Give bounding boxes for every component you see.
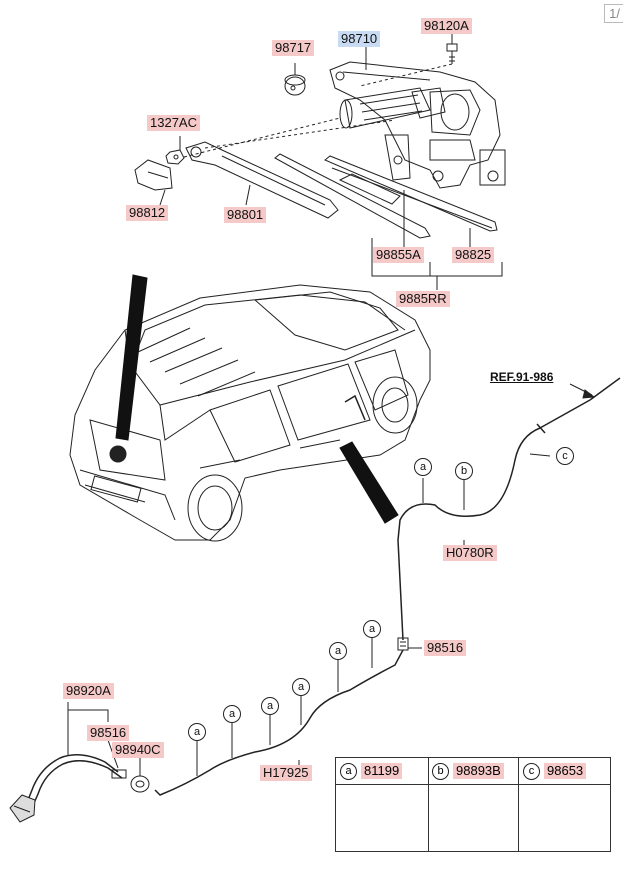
legend-code: 81199	[361, 763, 403, 779]
washer-hose-rear	[27, 754, 123, 804]
part-label-h17925: H17925	[260, 765, 312, 781]
callout-c: c	[556, 447, 574, 465]
legend-cell-c: c 98653	[519, 758, 610, 851]
pointer-arrow-rear	[115, 274, 148, 441]
bolt-98120a	[446, 43, 458, 64]
part-label-98940c: 98940C	[112, 742, 164, 758]
connector-98516-left	[111, 769, 127, 779]
part-label-98717: 98717	[272, 40, 315, 56]
ref-arrow	[582, 389, 596, 399]
legend-code: 98653	[544, 763, 587, 779]
callout-a: a	[414, 458, 432, 476]
callout-a: a	[363, 620, 381, 638]
grommet-98940c	[130, 775, 150, 793]
reference-label: REF.91-986	[490, 370, 554, 384]
grommet-98717	[284, 74, 306, 96]
legend-letter: a	[340, 763, 357, 780]
leader-lines-top	[159, 34, 503, 290]
connector-98516-top	[397, 637, 409, 651]
legend-code: 98893B	[453, 763, 504, 779]
legend-table: a 81199 b 98893B c 98653	[335, 757, 611, 852]
part-label-98516-top: 98516	[424, 640, 467, 656]
part-label-98516-left: 98516	[87, 725, 130, 741]
legend-cell-b: b 98893B	[428, 758, 519, 851]
callout-a: a	[261, 697, 279, 715]
callout-a: a	[223, 705, 241, 723]
wiper-motor-body	[339, 87, 481, 161]
legend-cell-a: a 81199	[336, 758, 429, 851]
part-label-98812: 98812	[126, 205, 169, 221]
wiper-motor-bracket	[329, 61, 506, 189]
part-label-98920a: 98920A	[63, 683, 114, 699]
wiper-arm-98801	[185, 141, 339, 219]
part-label-98120a: 98120A	[421, 18, 472, 34]
legend-letter: b	[432, 763, 449, 780]
part-label-h0780r: H0780R	[443, 545, 497, 561]
cap-98812	[134, 159, 173, 191]
vehicle-outline	[69, 284, 431, 542]
legend-header: c 98653	[519, 758, 610, 785]
legend-header: b 98893B	[428, 758, 518, 785]
washer-hose-h0780r	[397, 377, 621, 641]
wiper-blade	[274, 153, 498, 239]
nozzle-98920a	[9, 794, 36, 823]
legend-letter: c	[523, 763, 540, 780]
nut-1327ac	[165, 149, 185, 165]
callout-leaders	[67, 453, 551, 776]
callout-a: a	[188, 723, 206, 741]
washer-hose-h17925	[154, 649, 404, 796]
part-label-98855a: 98855A	[373, 247, 424, 263]
part-label-98710: 98710	[338, 31, 381, 47]
callout-a: a	[329, 642, 347, 660]
part-label-98825: 98825	[452, 247, 495, 263]
pointer-arrow-hose	[339, 441, 399, 524]
page-indicator: 1/	[604, 4, 623, 23]
callout-b: b	[455, 462, 473, 480]
part-label-1327ac: 1327AC	[147, 115, 200, 131]
callout-a: a	[292, 678, 310, 696]
part-label-98801: 98801	[224, 207, 267, 223]
legend-header: a 81199	[336, 758, 428, 785]
part-label-9885rr: 9885RR	[396, 291, 450, 307]
